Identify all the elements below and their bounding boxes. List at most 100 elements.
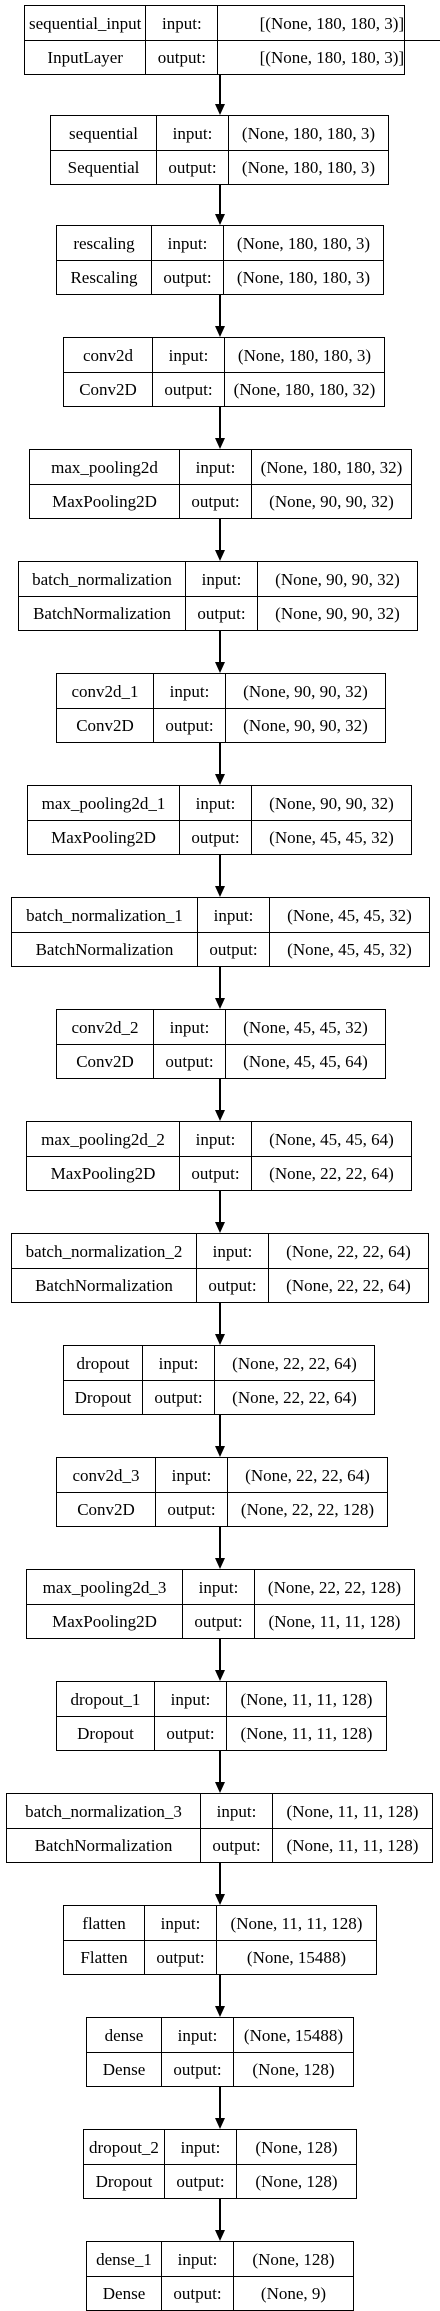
layer-name: max_pooling2d_1 <box>41 793 166 813</box>
input-label: input: <box>185 562 257 596</box>
layer-name: batch_normalization <box>32 569 172 589</box>
input-label: input: <box>145 6 217 40</box>
output-label: output: <box>179 821 251 854</box>
input-shape: (None, 22, 22, 64) <box>268 1234 428 1268</box>
arrowhead-icon <box>215 1334 225 1345</box>
layer-type: BatchNormalization <box>35 940 174 959</box>
layer-type: Dense <box>102 2284 146 2303</box>
input-shape: (None, 22, 22, 64) <box>227 1458 387 1492</box>
arrowhead-icon <box>215 662 225 673</box>
output-label: output: <box>161 2053 233 2086</box>
layer-name: conv2d_2 <box>71 1017 139 1037</box>
layer-name: conv2d_1 <box>71 681 139 701</box>
layer-name: sequential_input <box>29 13 142 33</box>
input-shape: (None, 15488) <box>233 2018 353 2052</box>
input-shape: (None, 180, 180, 3) <box>228 116 388 150</box>
input-shape: (None, 180, 180, 32) <box>251 450 411 484</box>
input-label: input: <box>156 116 228 150</box>
output-label: output: <box>155 1493 227 1526</box>
layer-type: MaxPooling2D <box>50 1164 156 1183</box>
input-shape: (None, 22, 22, 64) <box>214 1346 374 1380</box>
input-label: input: <box>142 1346 214 1380</box>
output-shape: (None, 45, 45, 32) <box>269 933 429 966</box>
input-shape: (None, 22, 22, 128) <box>254 1570 414 1604</box>
layer-name: batch_normalization_1 <box>26 905 183 925</box>
output-shape: (None, 90, 90, 32) <box>225 709 385 742</box>
output-label: output: <box>200 1829 272 1862</box>
layer-name: dropout <box>76 1353 130 1373</box>
output-shape: (None, 11, 11, 128) <box>254 1605 414 1638</box>
input-label: input: <box>152 338 224 372</box>
output-label: output: <box>142 1381 214 1414</box>
input-label: input: <box>151 226 223 260</box>
output-shape: (None, 22, 22, 64) <box>268 1269 428 1302</box>
output-label: output: <box>197 933 269 966</box>
arrowhead-icon <box>215 1670 225 1681</box>
input-label: input: <box>161 2242 233 2276</box>
arrowhead-icon <box>215 774 225 785</box>
layer-type: Dense <box>102 2060 146 2079</box>
arrowhead-icon <box>215 1558 225 1569</box>
arrowhead-icon <box>215 1446 225 1457</box>
layer-node-batch-normalization-1: batch_normalization_1 input:(None, 45, 45… <box>11 897 430 967</box>
arrowhead-icon <box>215 1782 225 1793</box>
input-shape: (None, 45, 45, 32) <box>225 1010 385 1044</box>
output-shape: (None, 45, 45, 32) <box>251 821 411 854</box>
arrowhead-icon <box>215 998 225 1009</box>
input-label: input: <box>144 1906 216 1940</box>
output-shape: (None, 22, 22, 128) <box>227 1493 387 1526</box>
input-shape: (None, 11, 11, 128) <box>272 1794 432 1828</box>
layer-type: Dropout <box>74 1388 132 1407</box>
layer-type: MaxPooling2D <box>52 492 157 511</box>
output-label: output: <box>153 1045 225 1078</box>
arrowhead-icon <box>215 1222 225 1233</box>
layer-name: max_pooling2d <box>51 457 158 477</box>
layer-type: BatchNormalization <box>33 604 171 623</box>
layer-type: Dropout <box>77 1724 134 1743</box>
output-shape: (None, 11, 11, 128) <box>272 1829 432 1862</box>
input-shape: (None, 128) <box>233 2242 353 2276</box>
input-label: input: <box>154 1682 226 1716</box>
layer-node-dropout: dropout input:(None, 22, 22, 64) Dropout ou… <box>63 1345 375 1415</box>
output-shape: [(None, 180, 180, 3)] <box>217 41 440 74</box>
output-label: output: <box>182 1605 254 1638</box>
layer-name: flatten <box>82 1913 126 1933</box>
output-label: output: <box>161 2277 233 2310</box>
input-shape: (None, 90, 90, 32) <box>251 786 411 820</box>
layer-type: MaxPooling2D <box>51 828 156 847</box>
arrowhead-icon <box>215 2118 225 2129</box>
output-shape: (None, 45, 45, 64) <box>225 1045 385 1078</box>
layer-name: conv2d_3 <box>72 1465 140 1485</box>
output-label: output: <box>179 485 251 518</box>
input-label: input: <box>197 898 269 932</box>
